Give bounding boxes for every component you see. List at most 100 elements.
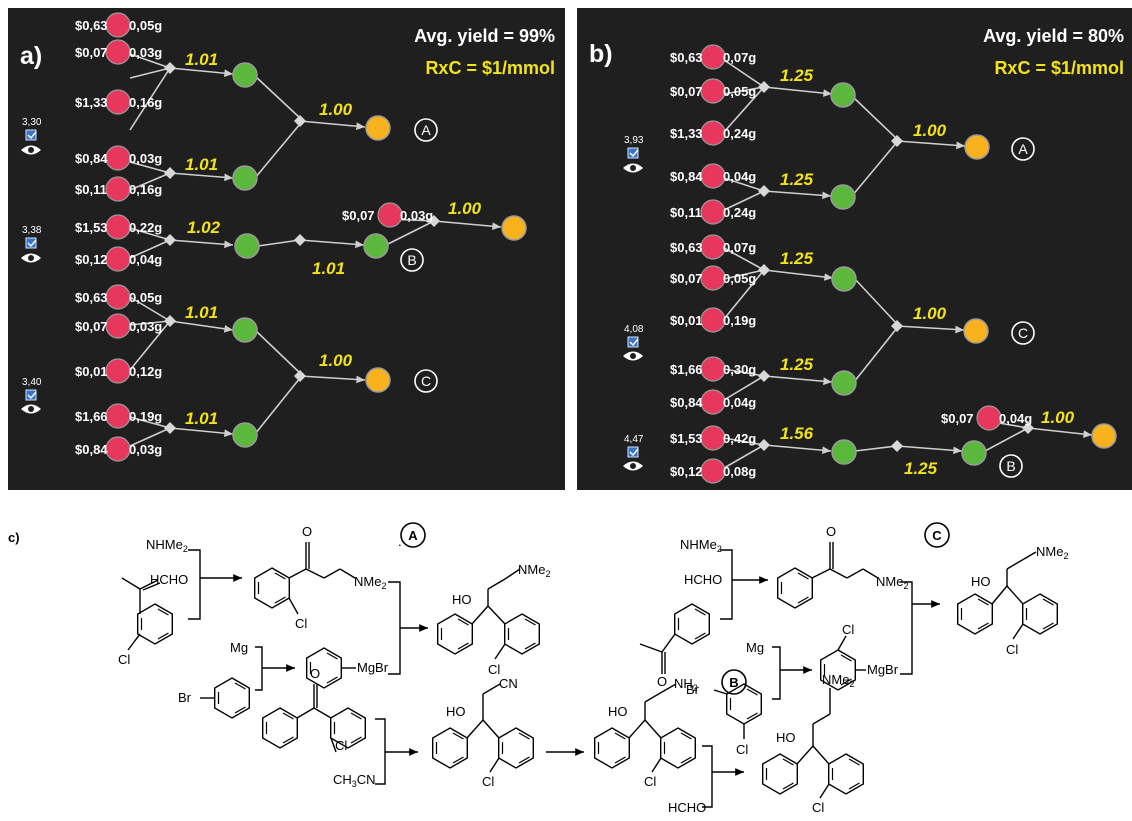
target-label-rings — [999, 137, 1035, 478]
scheme-drawing: c) NHMe2 HCHO Cl O NMe2 Cl . A Mg Br — [8, 522, 1068, 815]
route-panel-b: b) Avg. yield = 80% RxC = $1/mmol — [577, 8, 1132, 490]
svg-text:1.00: 1.00 — [913, 304, 947, 323]
panel-label: a) — [20, 42, 42, 70]
target-label-B: B — [1006, 458, 1015, 474]
svg-text:$0,07: $0,07 — [941, 411, 974, 426]
svg-text:1.01: 1.01 — [312, 259, 345, 278]
svg-text:1.25: 1.25 — [780, 249, 814, 268]
svg-text:$0,63: $0,63 — [670, 50, 703, 65]
svg-text:0,04g: 0,04g — [723, 169, 756, 184]
svg-text:$0,84: $0,84 — [75, 442, 108, 457]
checkbox-icon[interactable] — [627, 147, 639, 159]
target-label-A: A — [1018, 141, 1028, 157]
svg-text:NHMe2: NHMe2 — [146, 537, 188, 554]
target-label-C: C — [932, 528, 942, 543]
svg-text:$0,12: $0,12 — [75, 252, 108, 267]
synthesis-schemes: c) NHMe2 HCHO Cl O NMe2 Cl . A Mg Br — [0, 494, 1132, 816]
svg-text:$1,53: $1,53 — [75, 220, 108, 235]
svg-text:1.00: 1.00 — [319, 351, 353, 370]
checkmark-icon — [27, 391, 37, 400]
svg-text:HO: HO — [776, 730, 796, 745]
svg-text:CN: CN — [499, 676, 518, 691]
checkmark-icon — [27, 239, 37, 248]
svg-text:$1,33: $1,33 — [670, 126, 703, 141]
eye-icon[interactable] — [623, 351, 643, 361]
svg-text:HO: HO — [446, 704, 466, 719]
target-label-rings — [400, 118, 438, 393]
svg-text:1.00: 1.00 — [913, 121, 947, 140]
svg-text:$0,63: $0,63 — [75, 18, 108, 33]
svg-text:Cl: Cl — [118, 652, 130, 667]
svg-text:$0,01: $0,01 — [670, 313, 703, 328]
svg-text:0,24g: 0,24g — [723, 205, 756, 220]
route-score: 4,47 — [624, 434, 644, 445]
target-nodes[interactable] — [963, 134, 1117, 449]
checkbox-icon[interactable] — [25, 129, 37, 141]
yield-labels: 1.01 1.01 1.00 1.02 1.01 1.00 1.01 1.01 … — [185, 50, 482, 428]
svg-text:CH3CN: CH3CN — [333, 772, 376, 789]
eye-icon[interactable] — [21, 404, 41, 414]
target-nodes[interactable] — [365, 115, 527, 393]
svg-text:1.01: 1.01 — [185, 50, 218, 69]
svg-text:.: . — [398, 534, 402, 549]
substrate-nodes[interactable] — [105, 12, 403, 462]
svg-text:1.02: 1.02 — [187, 218, 221, 237]
route-score: 3,93 — [624, 135, 644, 146]
route-graph-a: a) Avg. yield = 99% RxC = $1/mmol — [20, 12, 555, 462]
checkmark-icon — [629, 448, 639, 457]
svg-text:$0,07: $0,07 — [75, 45, 108, 60]
svg-text:$0,84: $0,84 — [75, 151, 108, 166]
checkbox-icon[interactable] — [25, 389, 37, 401]
route-score-controls: 3,30 3,38 3,40 — [21, 117, 42, 414]
svg-text:$1,66: $1,66 — [670, 362, 703, 377]
svg-text:Cl: Cl — [644, 774, 656, 789]
intermediate-nodes[interactable] — [232, 62, 389, 448]
intermediate-nodes[interactable] — [830, 82, 987, 466]
svg-text:$0,07: $0,07 — [342, 208, 375, 223]
svg-text:0,07g: 0,07g — [723, 240, 756, 255]
svg-text:$0,07: $0,07 — [670, 84, 703, 99]
svg-text:Cl: Cl — [812, 800, 824, 815]
svg-text:1.00: 1.00 — [448, 199, 482, 218]
edges — [129, 53, 502, 447]
target-label-A: A — [421, 122, 431, 138]
panel-label: b) — [589, 40, 613, 68]
svg-text:Br: Br — [686, 682, 700, 697]
svg-text:1.25: 1.25 — [780, 355, 814, 374]
svg-text:1.01: 1.01 — [185, 409, 218, 428]
svg-text:$0,01: $0,01 — [75, 364, 108, 379]
svg-text:NHMe2: NHMe2 — [680, 537, 722, 554]
checkbox-icon[interactable] — [25, 237, 37, 249]
rxc-cost: RxC = $1/mmol — [425, 58, 555, 78]
checkbox-icon[interactable] — [627, 336, 639, 348]
svg-text:$0,11: $0,11 — [670, 205, 702, 220]
svg-text:$1,53: $1,53 — [670, 431, 703, 446]
svg-text:HCHO: HCHO — [668, 800, 706, 815]
svg-text:1.01: 1.01 — [185, 155, 218, 174]
panel-label: c) — [8, 530, 20, 545]
svg-text:HO: HO — [608, 704, 628, 719]
svg-text:0,05g: 0,05g — [129, 290, 162, 305]
svg-text:1.25: 1.25 — [780, 66, 814, 85]
svg-text:$0,11: $0,11 — [75, 182, 107, 197]
svg-text:0,22g: 0,22g — [129, 220, 162, 235]
eye-icon[interactable] — [21, 145, 41, 155]
target-label-C: C — [1018, 325, 1028, 341]
svg-text:O: O — [302, 524, 312, 539]
target-label-B: B — [407, 252, 416, 268]
checkbox-icon[interactable] — [627, 446, 639, 458]
svg-text:HO: HO — [452, 592, 472, 607]
svg-text:Cl: Cl — [1006, 642, 1018, 657]
svg-text:0,16g: 0,16g — [129, 95, 162, 110]
substrate-nodes[interactable] — [700, 44, 1002, 484]
svg-text:0,04g: 0,04g — [999, 411, 1032, 426]
eye-icon[interactable] — [623, 163, 643, 173]
svg-text:Cl: Cl — [488, 662, 500, 677]
svg-text:MgBr: MgBr — [357, 660, 389, 675]
svg-text:Cl: Cl — [295, 616, 307, 631]
reaction-nodes — [164, 62, 440, 434]
checkmark-icon — [27, 131, 37, 140]
eye-icon[interactable] — [623, 461, 643, 471]
eye-icon[interactable] — [21, 253, 41, 263]
